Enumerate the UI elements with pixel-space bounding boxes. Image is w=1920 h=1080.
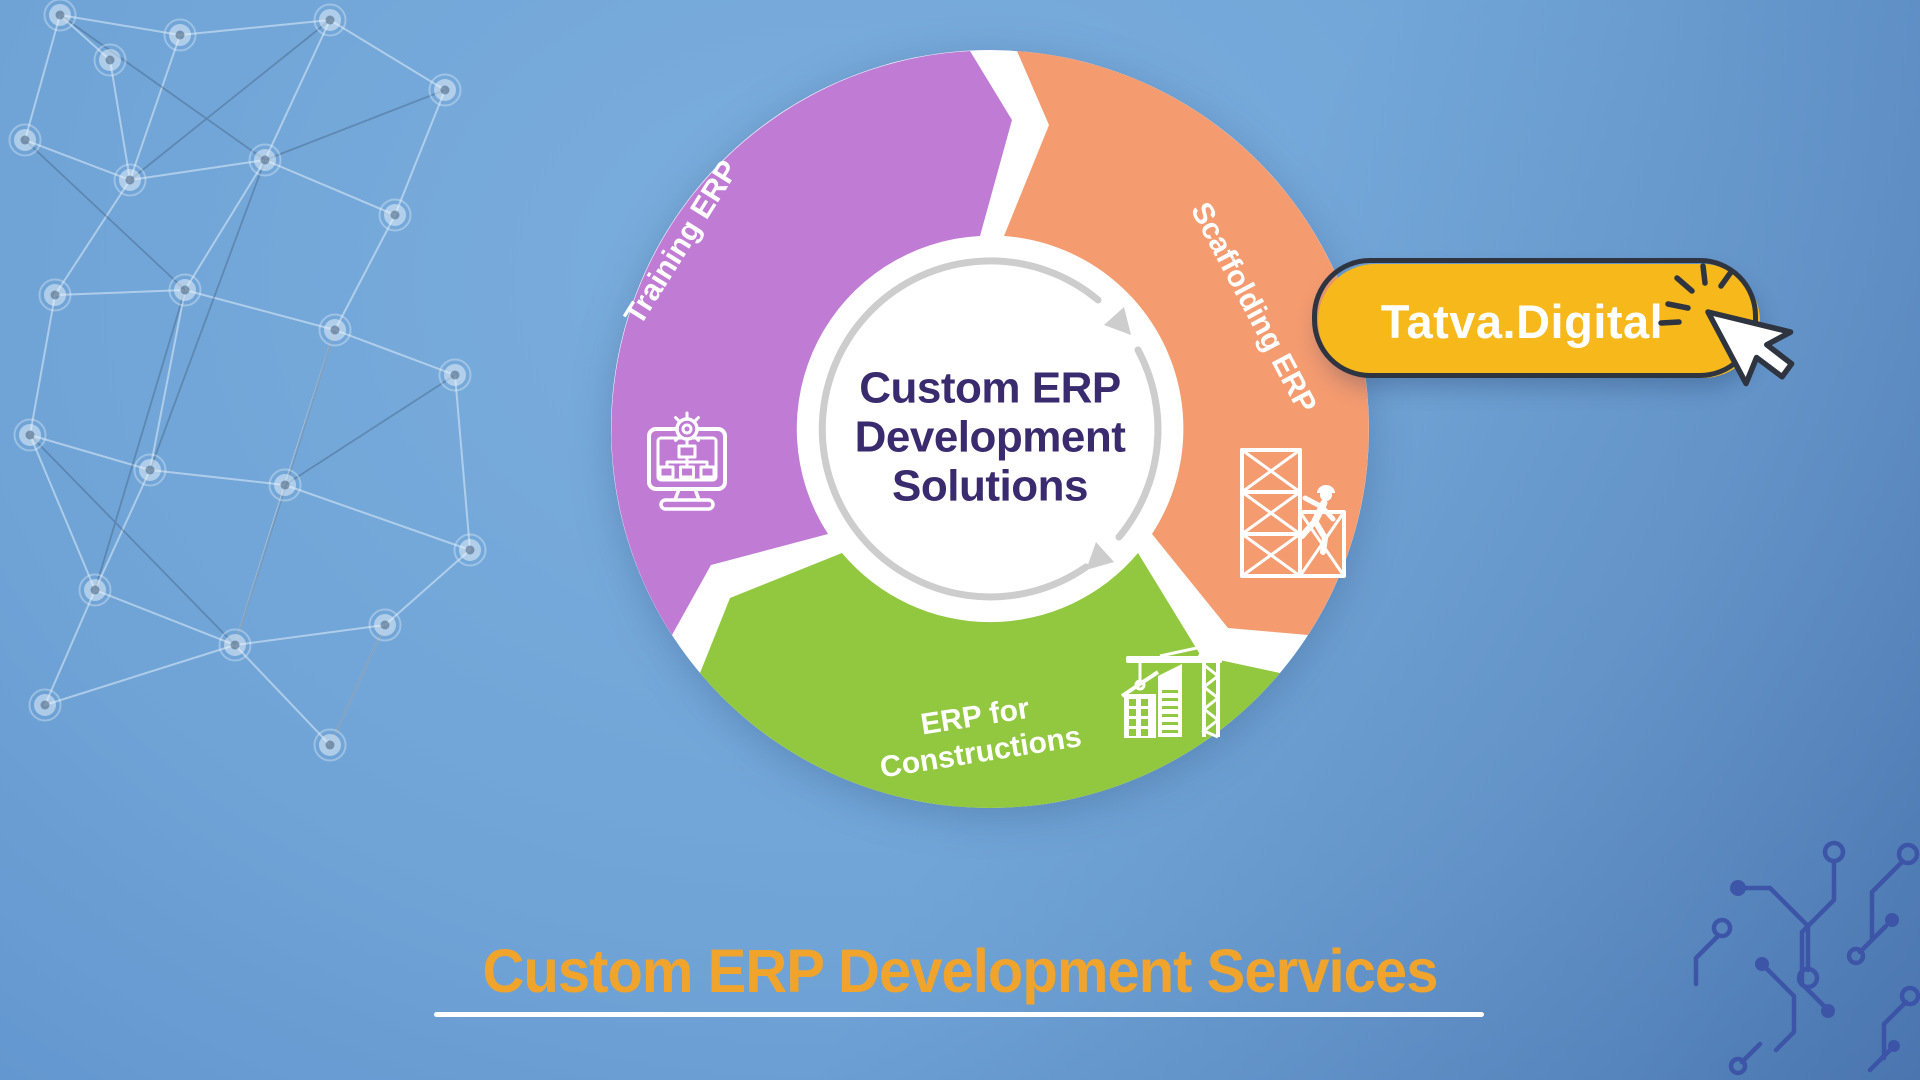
page-title: Custom ERP Development Services: [482, 937, 1438, 1005]
worker-figure: [1317, 485, 1335, 501]
center-line-2: Development: [854, 412, 1126, 462]
diagram-center-title: Custom ERP Development Solutions: [855, 364, 1126, 511]
crane-building-icon: [1120, 641, 1222, 739]
monitor-flowchart-icon: [647, 411, 727, 511]
title-underline: [434, 1012, 1484, 1017]
plexus-network-pattern: [8, 0, 487, 762]
cycle-diagram: [611, 50, 1369, 808]
circuit-board-pattern: [1693, 840, 1920, 1076]
center-line-1: Custom ERP: [859, 363, 1121, 413]
segment-scaffolding: [1004, 51, 1369, 635]
center-line-3: Solutions: [892, 461, 1088, 511]
segment-constructions: [700, 553, 1280, 808]
cycle-arrows-icon: [818, 257, 1162, 601]
brand-badge-label[interactable]: Tatva.Digital: [1380, 294, 1664, 348]
scaffolding-worker-icon: [1240, 448, 1346, 578]
